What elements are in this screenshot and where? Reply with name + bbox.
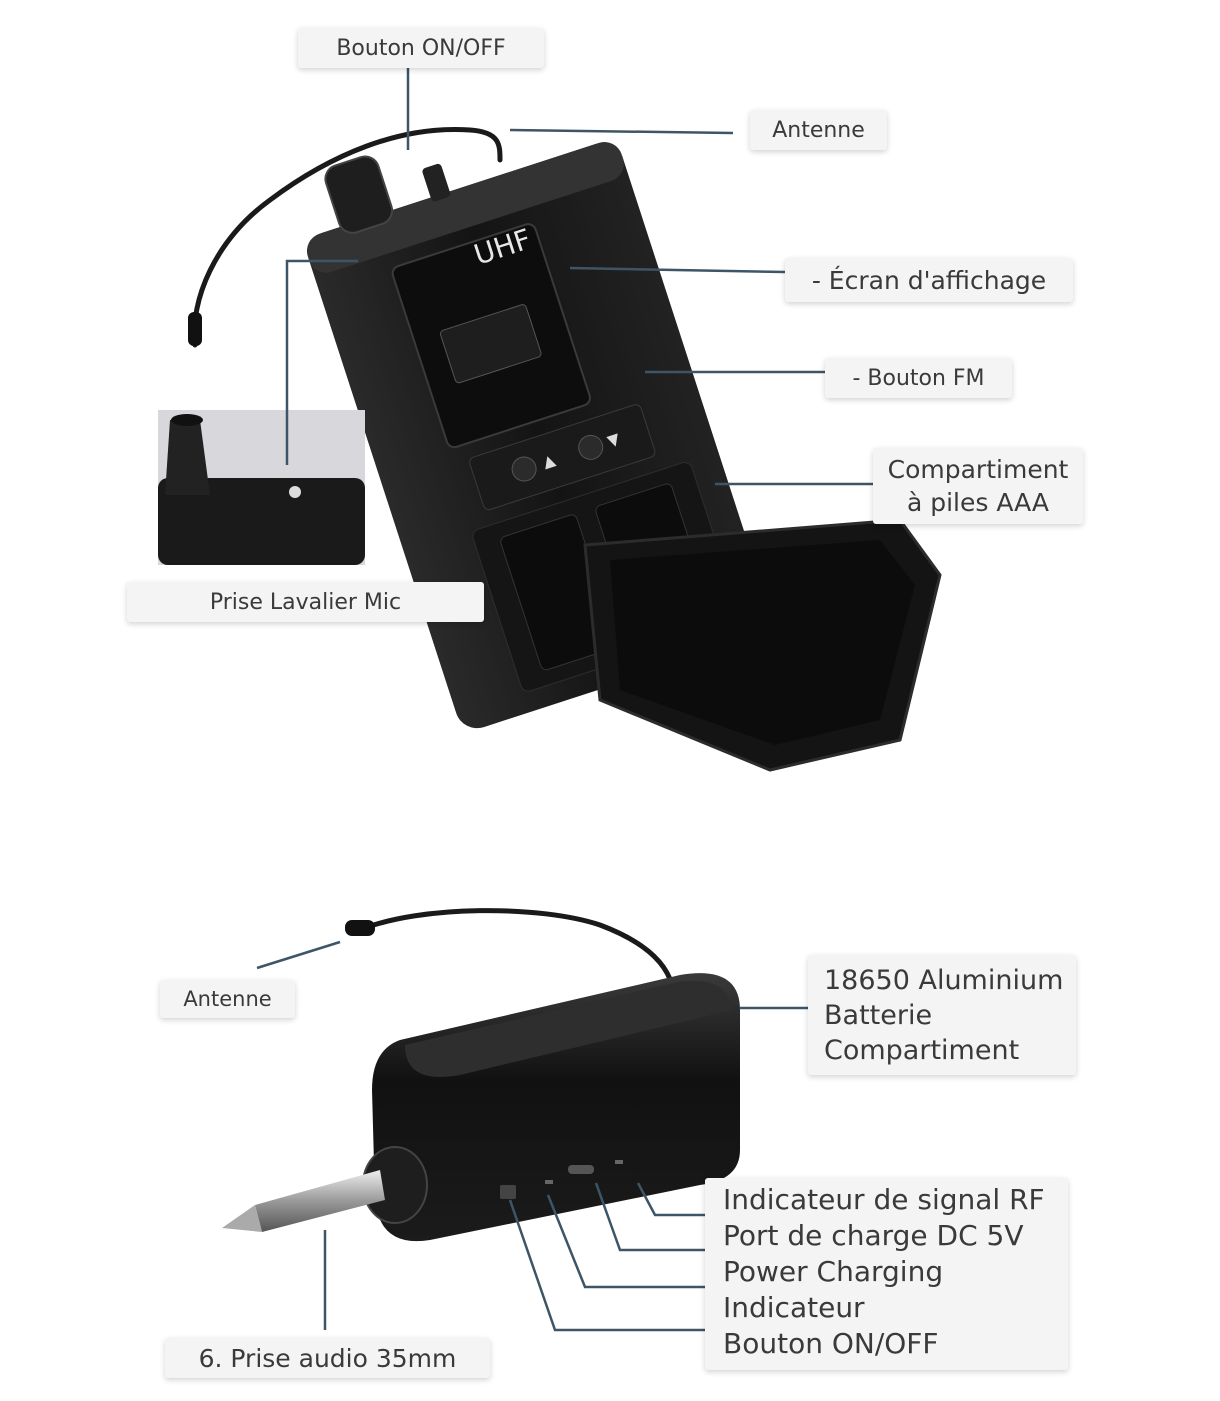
usb-c-port-icon — [568, 1165, 594, 1174]
label-battery-line-1: Compartiment — [887, 455, 1069, 484]
leader-lines — [256, 68, 873, 1332]
label-indicator: Indicateur — [723, 1291, 865, 1324]
plug-transmitter — [222, 908, 740, 1242]
label-rf-indicator: Indicateur de signal RF — [723, 1183, 1045, 1216]
power-switch-icon — [500, 1185, 516, 1199]
label-dc-port: Port de charge DC 5V — [723, 1219, 1024, 1252]
antenna-tip-icon-2 — [345, 920, 375, 936]
label-antenna-bottom-text: Antenne — [183, 987, 272, 1011]
label-bottom-power-button: Bouton ON/OFF — [723, 1327, 939, 1360]
label-antenna-bottom: Antenne — [160, 980, 295, 1018]
label-display-screen-text: - Écran d'affichage — [811, 265, 1047, 295]
label-18650-line-1: 18650 Aluminium — [824, 965, 1064, 996]
antenna-tip-icon — [188, 312, 202, 346]
label-power-button-text: Bouton ON/OFF — [336, 35, 506, 61]
label-18650-line-3: Compartiment — [824, 1035, 1020, 1066]
label-battery-compartment: Compartiment à piles AAA — [873, 448, 1083, 524]
bodypack-receiver: UHF — [158, 126, 942, 772]
label-fm-button: - Bouton FM — [825, 358, 1012, 398]
label-mic-jack: Prise Lavalier Mic — [127, 582, 484, 622]
label-power-charging: Power Charging — [723, 1255, 944, 1288]
label-power-button: Bouton ON/OFF — [298, 28, 544, 68]
label-mic-jack-text: Prise Lavalier Mic — [209, 589, 402, 615]
label-18650-line-2: Batterie — [824, 1000, 933, 1031]
label-antenna-text: Antenne — [772, 117, 865, 143]
label-18650-battery: 18650 Aluminium Batterie Compartiment — [808, 955, 1076, 1075]
label-antenna: Antenne — [750, 110, 887, 150]
label-audio-jack: 6. Prise audio 35mm — [165, 1338, 490, 1378]
label-controls: Indicateur de signal RF Port de charge D… — [705, 1178, 1068, 1370]
label-display-screen: - Écran d'affichage — [785, 258, 1073, 302]
label-battery-line-2: à piles AAA — [906, 488, 1050, 517]
label-audio-jack-text: 6. Prise audio 35mm — [198, 1343, 457, 1373]
label-fm-button-text: - Bouton FM — [852, 365, 985, 391]
mic-jack-inset — [158, 410, 365, 565]
